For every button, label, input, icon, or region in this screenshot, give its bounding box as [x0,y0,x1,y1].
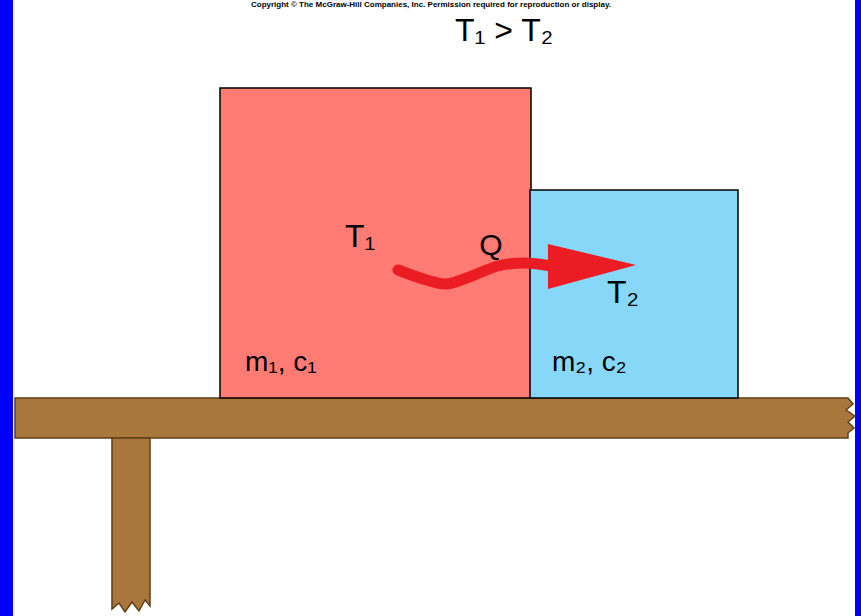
mass-heat-label: m₁, c₁ [245,348,317,376]
heat-block: T₂ m₂, c₂ [530,190,738,398]
table-top [15,398,855,438]
block-fill [530,190,738,398]
temperature-label: T₁ [345,220,375,252]
mass-heat-label: m₂, c₂ [552,348,627,376]
temperature-label: T₂ [607,276,639,308]
heat-flow-arrow [398,244,636,289]
arrow-shaft [398,263,552,284]
heat-label: Q [479,230,502,260]
white-ground [13,0,855,616]
box-fills [220,88,738,398]
table-leg [112,438,150,612]
title: T₁ > T₂ [455,14,553,46]
block-fill [220,88,531,398]
copyright-note: Copyright © The McGraw-Hill Companies, I… [251,1,611,9]
